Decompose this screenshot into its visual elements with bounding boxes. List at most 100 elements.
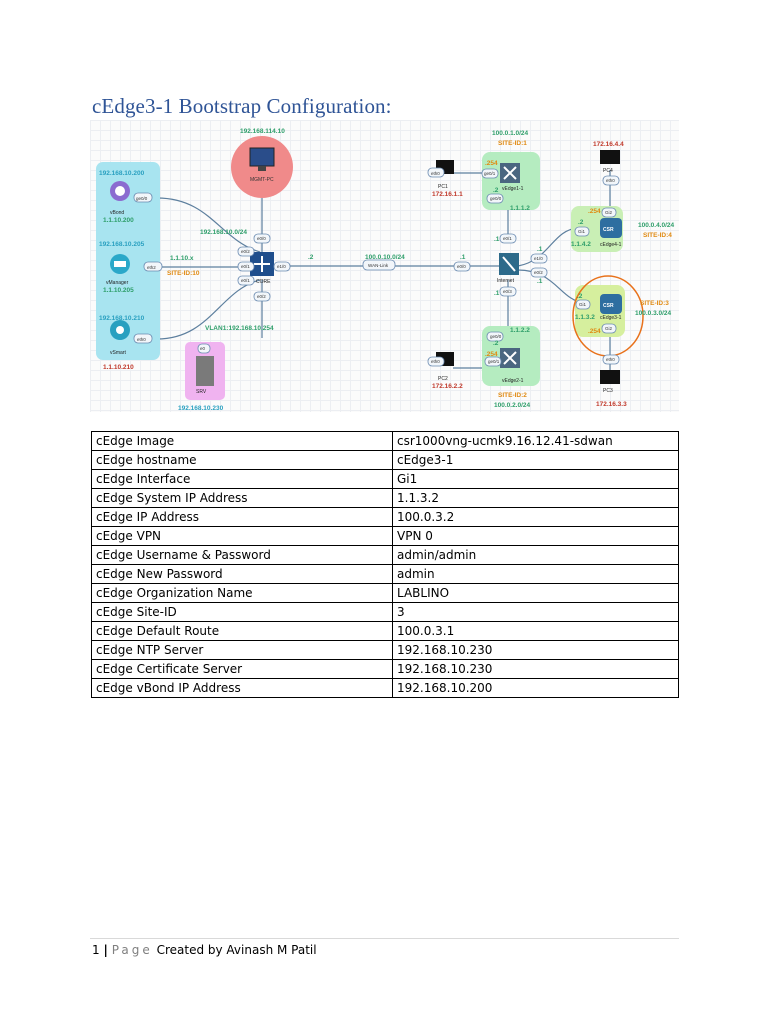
svg-text:e0/2: e0/2 (257, 294, 266, 299)
vedge2-label: vEdge2-1 (502, 378, 524, 384)
site2-id-label: SITE-ID:2 (498, 392, 527, 399)
page-footer: 1 | Page Created by Avinash M Patil (92, 943, 317, 957)
cedge3-label: cEdge3-1 (600, 315, 622, 321)
svg-text:ge0/1: ge0/1 (488, 359, 500, 364)
config-key: cEdge vBond IP Address (91, 678, 393, 698)
site1-id-label: SITE-ID:1 (498, 140, 527, 147)
svg-text:.254: .254 (588, 208, 601, 215)
config-value: csr1000vng-ucmk9.16.12.41-sdwan (392, 431, 679, 451)
port-badges (133, 167, 620, 367)
svg-text:e1/0: e1/0 (277, 264, 286, 269)
cedge3-icon (600, 294, 622, 314)
svg-text:.2: .2 (493, 340, 499, 347)
pc3-icon (600, 370, 620, 384)
svg-text:e0/0: e0/0 (257, 236, 266, 241)
svg-text:e0/1: e0/1 (241, 278, 250, 283)
vmanager-sys-label: 1.1.10.205 (103, 287, 134, 294)
vlan-label: VLAN1:192.168.10.254 (205, 325, 274, 332)
srv-label: SRV (196, 389, 207, 395)
config-key: cEdge New Password (91, 564, 393, 584)
config-key: cEdge Site-ID (91, 602, 393, 622)
wan-link-label: WAN-Link (368, 263, 389, 268)
svg-text:eth0: eth0 (606, 357, 615, 362)
svg-text:ge0/1: ge0/1 (484, 171, 496, 176)
vbond-label: vBond (110, 210, 124, 216)
pc1-ip-label: 172.16.1.1 (432, 191, 463, 198)
svg-text:.254: .254 (588, 328, 601, 335)
config-value: 3 (392, 602, 679, 622)
config-value: LABLINO (392, 583, 679, 603)
pc4-icon (600, 150, 620, 164)
mgmt-pc-icon (249, 147, 275, 167)
config-value: admin (392, 564, 679, 584)
site2-net-label: 100.0.2.0/24 (494, 402, 531, 409)
config-key: cEdge hostname (91, 450, 393, 470)
svg-text:ge0/0: ge0/0 (136, 196, 148, 201)
svg-text:Gi2: Gi2 (605, 326, 613, 331)
vbond-ip-label: 192.168.10.200 (99, 170, 145, 177)
footer-credit: Created by Avinash M Patil (156, 943, 317, 957)
svg-text:e0/2: e0/2 (241, 249, 250, 254)
config-value: 192.168.10.200 (392, 678, 679, 698)
config-value: cEdge3-1 (392, 450, 679, 470)
config-key: cEdge Default Route (91, 621, 393, 641)
svg-text:CSR: CSR (603, 303, 614, 309)
vsmart-label: vSmart (110, 350, 126, 356)
svg-text:eth0: eth0 (606, 178, 615, 183)
svg-text:.1: .1 (494, 236, 500, 243)
svg-text:CSR: CSR (603, 227, 614, 233)
config-key: cEdge VPN (91, 526, 393, 546)
svg-text:eth0: eth0 (431, 359, 440, 364)
svg-text:Gi1: Gi1 (579, 302, 587, 307)
svg-text:e0/3: e0/3 (503, 289, 512, 294)
config-key: cEdge System IP Address (91, 488, 393, 508)
pc2-ip-label: 172.16.2.2 (432, 383, 463, 390)
svg-text:.1: .1 (537, 246, 543, 253)
srv-ip-label: 192.168.10.230 (178, 405, 224, 412)
svg-text:e0/1: e0/1 (241, 264, 250, 269)
internet-label: Internet (497, 278, 515, 284)
config-key: cEdge Interface (91, 469, 393, 489)
config-key: cEdge Certificate Server (91, 659, 393, 679)
svg-text:.2: .2 (577, 293, 583, 300)
site1-net-label: 100.0.1.0/24 (492, 130, 529, 137)
site4-id-label: SITE-ID:4 (643, 232, 672, 239)
pc3-ip-label: 172.16.3.3 (596, 401, 627, 408)
config-key: cEdge Username & Password (91, 545, 393, 565)
config-key: cEdge NTP Server (91, 640, 393, 660)
svg-text:eth0: eth0 (137, 337, 146, 342)
pc4-ip-label: 172.16.4.4 (593, 141, 624, 148)
svg-text:1.1.1.2: 1.1.1.2 (510, 205, 530, 212)
cedge4-label: cEdge4-1 (600, 242, 622, 248)
site3-sys-label: 1.1.3.2 (575, 314, 595, 321)
svg-text:Gi1: Gi1 (578, 229, 586, 234)
ctrl-site-label: SITE-ID:10 (167, 270, 200, 277)
svg-text:eth0: eth0 (431, 171, 440, 176)
config-key: cEdge Organization Name (91, 583, 393, 603)
config-key: cEdge Image (91, 431, 393, 451)
site3-net-label: 100.0.3.0/24 (635, 310, 672, 317)
srv-icon (196, 356, 214, 386)
config-value: 192.168.10.230 (392, 659, 679, 679)
vbond-sys-label: 1.1.10.200 (103, 217, 134, 224)
network-topology-diagram: 192.168.114.10 MGMT-PC 192.168.10.200 vB… (90, 120, 679, 412)
svg-text:1.1.2.2: 1.1.2.2 (510, 327, 530, 334)
svg-text:.1: .1 (537, 278, 543, 285)
pc2-label: PC2 (438, 376, 448, 382)
config-value: VPN 0 (392, 526, 679, 546)
cedge4-icon (600, 218, 622, 238)
wan-net-label: 100.0.10.0/24 (365, 254, 405, 261)
svg-text:.2: .2 (493, 187, 499, 194)
svg-text:e0: e0 (200, 346, 206, 351)
mgmt-ip-label: 192.168.114.10 (240, 128, 285, 135)
config-value: 100.0.3.2 (392, 507, 679, 527)
